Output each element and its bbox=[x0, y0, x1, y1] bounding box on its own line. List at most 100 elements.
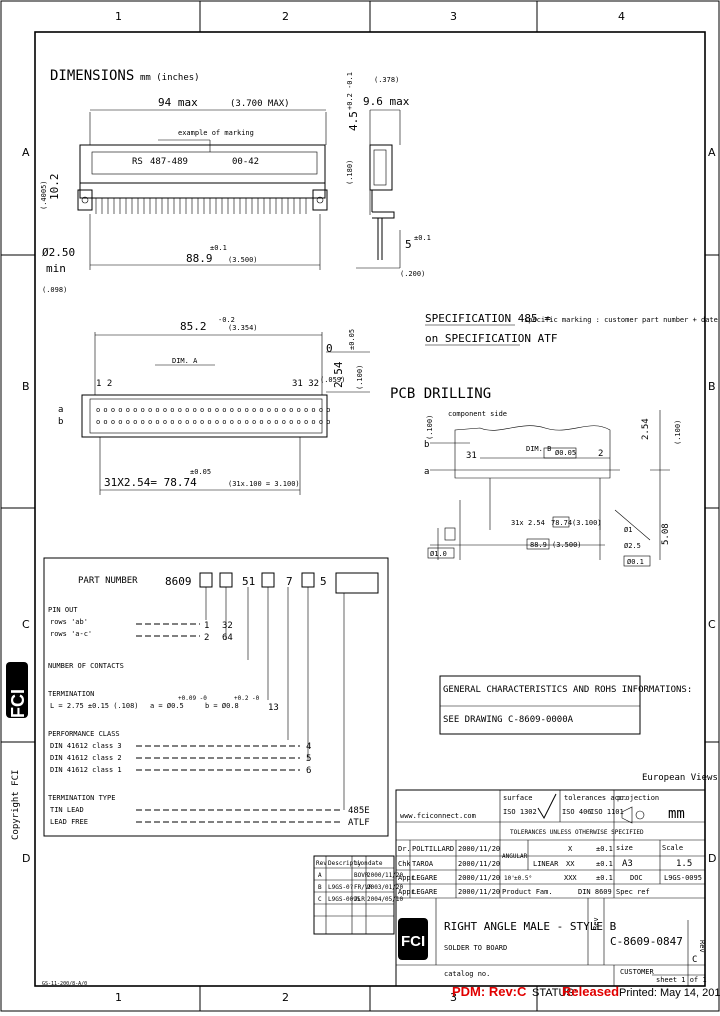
title-block bbox=[395, 789, 706, 987]
pn-box-1 bbox=[199, 572, 213, 588]
tb-doc-label: DOC bbox=[630, 874, 643, 882]
tb-scale-label: Scale bbox=[662, 844, 683, 852]
pn-box-3 bbox=[261, 572, 275, 588]
svg-text:o o o o o o o o o o o o o o o: o o o o o o o o o o o o o o o o o o o o … bbox=[96, 406, 330, 414]
dim-a-label: DIM. A bbox=[172, 357, 198, 365]
spec-line1-desc: specific marking : customer part number … bbox=[524, 316, 720, 324]
hole-dia-in: (.098) bbox=[42, 286, 67, 294]
dim-4-5: 4.5 bbox=[347, 111, 360, 131]
pn-box-2 bbox=[219, 572, 233, 588]
row-label-a-right: A bbox=[708, 146, 716, 159]
rev-a: A bbox=[318, 872, 322, 879]
pitch-88-9: 88.9 bbox=[186, 252, 213, 265]
dim-0-4: (.180) bbox=[346, 160, 354, 185]
dim-overall-length: 94 max bbox=[158, 96, 198, 109]
dim-85-2-tol: -0.2 bbox=[218, 316, 235, 324]
pcb-88-9: 88.9 bbox=[530, 541, 547, 549]
svg-text:FCI: FCI bbox=[8, 689, 28, 718]
part-number-box bbox=[43, 557, 389, 837]
dim-0: 0 bbox=[326, 342, 333, 355]
pn-din-1: DIN 41612 class 1 bbox=[50, 766, 122, 774]
footer-pdm: PDM: Rev:C bbox=[452, 984, 527, 999]
tb-date3: 2000/11/20 bbox=[458, 874, 500, 882]
revision-table bbox=[313, 855, 395, 935]
row-label-d: D bbox=[22, 852, 30, 865]
col-label-1: 1 bbox=[115, 10, 122, 23]
col-label-3: 3 bbox=[450, 10, 457, 23]
pitch-88-9-in: (3.500) bbox=[228, 256, 258, 264]
pcb-hole-1: Ø1 bbox=[624, 526, 632, 534]
tb-tol-note: TOLERANCES UNLESS OTHERWISE SPECIFIED bbox=[510, 829, 644, 836]
pitch-88-9-tol: ±0.1 bbox=[210, 244, 227, 252]
tb-appr2: Appr bbox=[398, 888, 415, 896]
rev-c: C bbox=[318, 896, 322, 903]
tb-lin-xx: XX bbox=[566, 860, 575, 868]
footer-status-label: STATUS: bbox=[532, 987, 577, 999]
rev-a-date: 2000/11/20 bbox=[367, 872, 404, 879]
side-copyright: Copyright FCI bbox=[11, 770, 21, 840]
pcb-dim-2-200: (.100) bbox=[674, 420, 682, 445]
tb-din-8609: DIN 8609 bbox=[578, 888, 612, 896]
pn-val-4: 4 bbox=[306, 742, 311, 752]
dim-31x: 31X2.54= 78.74 bbox=[104, 476, 197, 489]
tb-lin-xxx: XXX bbox=[564, 874, 577, 882]
dimensions-title: DIMENSIONS bbox=[50, 68, 134, 84]
tb-title1: RIGHT ANGLE MALE - STYLE B bbox=[444, 920, 617, 933]
tb-name-chk: TAROA bbox=[412, 860, 434, 868]
tb-scale-val: 1.5 bbox=[676, 859, 692, 869]
tb-units: mm bbox=[668, 806, 685, 822]
pcb-31x: 31x bbox=[511, 519, 524, 527]
col-label-3-bottom: 3 bbox=[450, 991, 457, 1004]
pcb-dim-5-08: 5.08 bbox=[661, 523, 671, 545]
tb-name-appr2: LEGARE bbox=[412, 888, 437, 896]
row-label-a: A bbox=[22, 146, 30, 159]
tb-name-dr: POLTILLARD bbox=[412, 845, 454, 853]
row-a-label: a bbox=[58, 405, 63, 415]
tb-website: www.fciconnect.com bbox=[400, 812, 476, 820]
rev-hdr-desc: Description bbox=[328, 860, 368, 867]
dim-85-2-in: (3.354) bbox=[228, 324, 258, 332]
rev-hdr-rev: Rev bbox=[316, 860, 327, 867]
side-code: GS-11-200/8-A/0 bbox=[42, 981, 87, 987]
tb-iso-1101: ISO 1101 bbox=[590, 808, 624, 816]
dim-10-2-in: (.4005) bbox=[40, 180, 48, 210]
tb-size-label: size bbox=[616, 844, 633, 852]
pn-prefix: 8609 bbox=[165, 575, 192, 588]
pn-box-5 bbox=[335, 572, 379, 594]
rev-b-desc: L9GS-0? bbox=[328, 884, 354, 891]
pin-31-32: 31 32 bbox=[292, 379, 319, 389]
spec-line2: on SPECIFICATION ATF bbox=[425, 332, 557, 345]
hole-min: min bbox=[46, 262, 66, 275]
tb-spec-ref: Spec ref bbox=[616, 888, 650, 896]
rev-b-by: FR/VR bbox=[354, 884, 372, 891]
pcb-dim-b: DIM. B bbox=[526, 445, 551, 453]
tb-date1: 2000/11/20 bbox=[458, 845, 500, 853]
pcb-row-a: a bbox=[424, 467, 429, 477]
pcb-hole-2-5: Ø2.5 bbox=[624, 542, 641, 550]
pcb-tol-0-1: Ø0.1 bbox=[627, 558, 644, 566]
tb-date2: 2000/11/20 bbox=[458, 860, 500, 868]
pcb-dim-2-54-v: 2.54 bbox=[641, 418, 651, 440]
tb-product-fam: Product Fam. bbox=[502, 888, 553, 896]
row-label-b: B bbox=[22, 380, 30, 393]
tb-angle3: ±0.5° bbox=[514, 875, 532, 882]
general-line2: SEE DRAWING C-8609-0000A bbox=[443, 715, 574, 725]
tb-lin-xx-tol: ±0.1 bbox=[596, 860, 613, 868]
pn-term-b-tol: +0.2 -0 bbox=[234, 695, 260, 702]
pn-code7: 7 bbox=[286, 575, 293, 588]
tb-projection: projection bbox=[617, 794, 659, 802]
tb-size-val: A3 bbox=[622, 859, 633, 869]
footer-printed: Printed: May 14, 2014 bbox=[619, 987, 720, 999]
connector-side-view bbox=[356, 109, 401, 269]
rev-c-date: 2004/05/10 bbox=[367, 896, 404, 903]
row-label-c-right: C bbox=[708, 618, 716, 631]
dimensions-units: mm (inches) bbox=[140, 73, 200, 83]
side-fci-logo: FCI bbox=[6, 662, 28, 718]
pn-code5: 5 bbox=[320, 575, 327, 588]
pcb-78-74: 78.74 bbox=[551, 519, 572, 527]
col-label-4: 4 bbox=[618, 10, 625, 23]
svg-text:FCI: FCI bbox=[401, 933, 425, 950]
pcb-drawing bbox=[427, 410, 670, 567]
